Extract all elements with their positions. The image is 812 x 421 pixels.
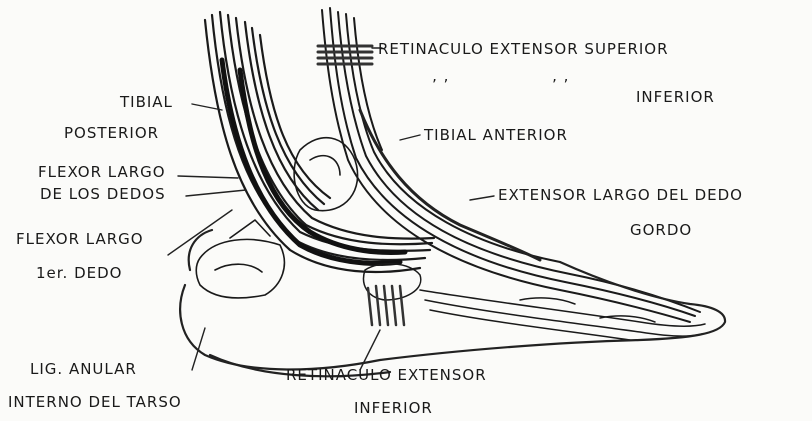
label-flexor-largo-1er-1: FLEXOR LARGO (16, 232, 144, 247)
label-lig-anular-1: LIG. ANULAR (30, 362, 137, 377)
label-tibial: TIBIAL (120, 95, 173, 110)
label-lig-anular-2: INTERNO DEL TARSO (8, 395, 182, 410)
foot-outline (180, 230, 725, 376)
label-inferior-top: INFERIOR (636, 90, 715, 105)
label-tick-marks-left: ’ ’ (432, 78, 449, 93)
label-posterior: POSTERIOR (64, 126, 159, 141)
label-extensor-largo-2: GORDO (630, 223, 692, 238)
label-tick-marks-right: ’ ’ (552, 78, 569, 93)
label-flexor-largo-1er-2: 1er. DEDO (36, 266, 122, 281)
label-extensor-largo-1: EXTENSOR LARGO DEL DEDO (498, 188, 743, 203)
label-tibial-anterior: TIBIAL ANTERIOR (424, 128, 568, 143)
retinaculum-inferior-band (368, 286, 404, 325)
label-flexor-largo-dedos-2: DE LOS DEDOS (40, 187, 166, 202)
label-flexor-largo-dedos-1: FLEXOR LARGO (38, 165, 166, 180)
talus-bone (294, 138, 357, 211)
label-retinaculo-inferior-2: INFERIOR (354, 401, 433, 416)
label-retinaculo-inferior-1: RETINACULO EXTENSOR (286, 368, 487, 383)
posterior-tendons-dark (222, 60, 405, 263)
label-retinaculo-superior: RETINACULO EXTENSOR SUPERIOR (378, 42, 669, 57)
